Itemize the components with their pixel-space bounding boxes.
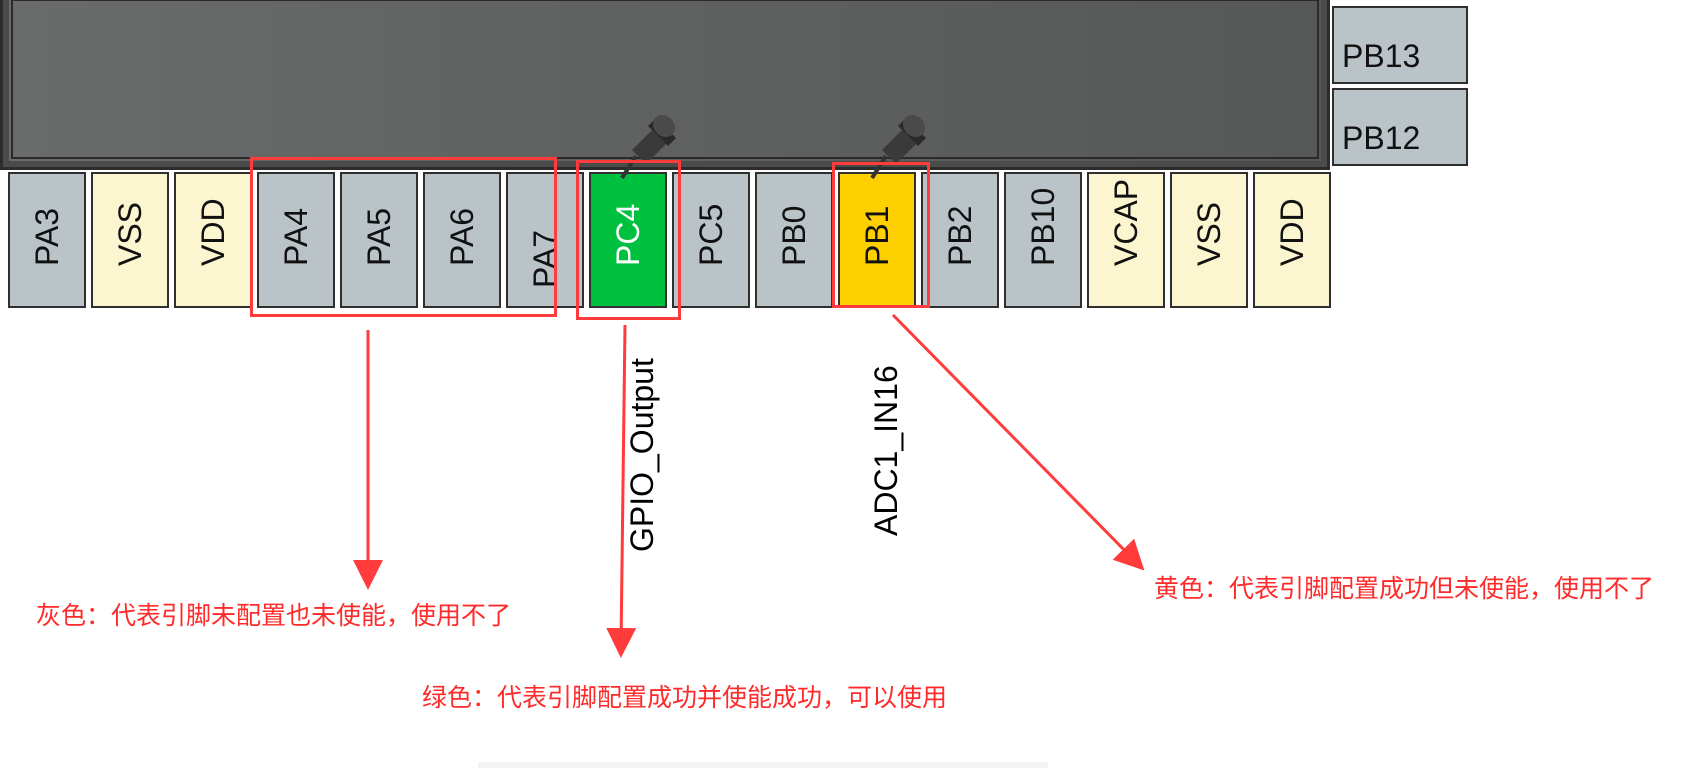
pin-pa5[interactable]: PA5 xyxy=(340,172,418,308)
pin-pc5[interactable]: PC5 xyxy=(672,172,750,308)
pin-pa3[interactable]: PA3 xyxy=(8,172,86,308)
highlight-box-gray-pins xyxy=(250,157,557,317)
pin-pa6[interactable]: PA6 xyxy=(423,172,501,308)
pushpin-icon[interactable] xyxy=(618,112,682,182)
pin-vdd[interactable]: VDD xyxy=(174,172,252,308)
pin-pb0[interactable]: PB0 xyxy=(755,172,833,308)
note-yellow: 黄色：代表引脚配置成功但未使能，使用不了 xyxy=(1154,574,1655,603)
note-gray: 灰色：代表引脚未配置也未使能，使用不了 xyxy=(36,601,512,630)
pin-pa7[interactable]: PA7 xyxy=(506,172,584,308)
chip-inner-border xyxy=(11,0,1319,159)
pushpin-icon[interactable] xyxy=(868,112,932,182)
pin-pa4[interactable]: PA4 xyxy=(257,172,335,308)
pin-pb12[interactable]: PB12 xyxy=(1332,88,1468,166)
pin-label: PB12 xyxy=(1342,120,1421,156)
highlight-box-pc4 xyxy=(576,160,681,320)
pin-label: PB13 xyxy=(1342,38,1421,74)
bottom-edge-strip xyxy=(478,762,1048,768)
arrow-green xyxy=(606,324,637,658)
pin-pc4[interactable]: PC4 xyxy=(589,172,667,308)
pin-pb10[interactable]: PB10 xyxy=(1004,172,1082,308)
pin-pb13[interactable]: PB13 xyxy=(1332,6,1468,84)
arrow-yellow xyxy=(891,313,1145,571)
highlight-box-pb1 xyxy=(832,162,930,308)
pin-pb2[interactable]: PB2 xyxy=(921,172,999,308)
pin-vdd-2[interactable]: VDD xyxy=(1253,172,1331,308)
pin-vss[interactable]: VSS xyxy=(91,172,169,308)
note-green: 绿色：代表引脚配置成功并使能成功，可以使用 xyxy=(422,683,948,712)
pin-vss-2[interactable]: VSS xyxy=(1170,172,1248,308)
pin-pb1[interactable]: PB1 xyxy=(838,172,916,308)
pin-vcap[interactable]: VCAP xyxy=(1087,172,1165,308)
